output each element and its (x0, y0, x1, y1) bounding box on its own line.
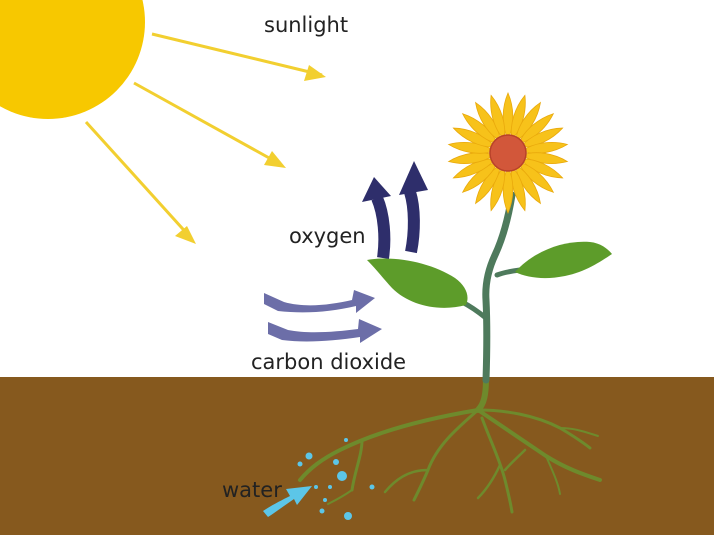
carbon-dioxide-label: carbon dioxide (251, 350, 406, 374)
soil (0, 377, 714, 535)
water-icon (263, 438, 375, 520)
water-label: water (222, 478, 282, 502)
flower-center (489, 134, 527, 172)
sunlight-arrow-head (304, 65, 326, 81)
oxygen-arrow-head (362, 177, 391, 202)
leaf-left (367, 258, 468, 308)
plant-stem (482, 191, 516, 384)
sunlight-arrow (84, 120, 193, 240)
sunlight-label: sunlight (264, 13, 348, 37)
oxygen-arrow (371, 195, 391, 259)
oxygen-arrow-head (399, 161, 428, 195)
sun-icon (0, 0, 145, 119)
flower-petal (490, 94, 506, 141)
sunlight-arrow-head (175, 226, 196, 244)
oxygen-arrow (404, 190, 420, 254)
oxygen-label: oxygen (289, 224, 366, 248)
sunlight-arrows (84, 32, 326, 244)
water-arrow (263, 486, 312, 517)
plant-roots (298, 375, 602, 514)
oxygen-arrows (362, 161, 428, 259)
sunlight-arrow-head (264, 151, 286, 168)
leaf-right (515, 241, 612, 279)
sunlight-arrow (133, 81, 281, 166)
carbon-dioxide-arrow (268, 319, 382, 343)
water-droplets (297, 438, 375, 520)
flower-icon (447, 91, 569, 215)
carbon-dioxide-arrow (264, 290, 375, 313)
sunlight-arrow (151, 32, 323, 77)
carbon-dioxide-arrows (264, 290, 382, 343)
